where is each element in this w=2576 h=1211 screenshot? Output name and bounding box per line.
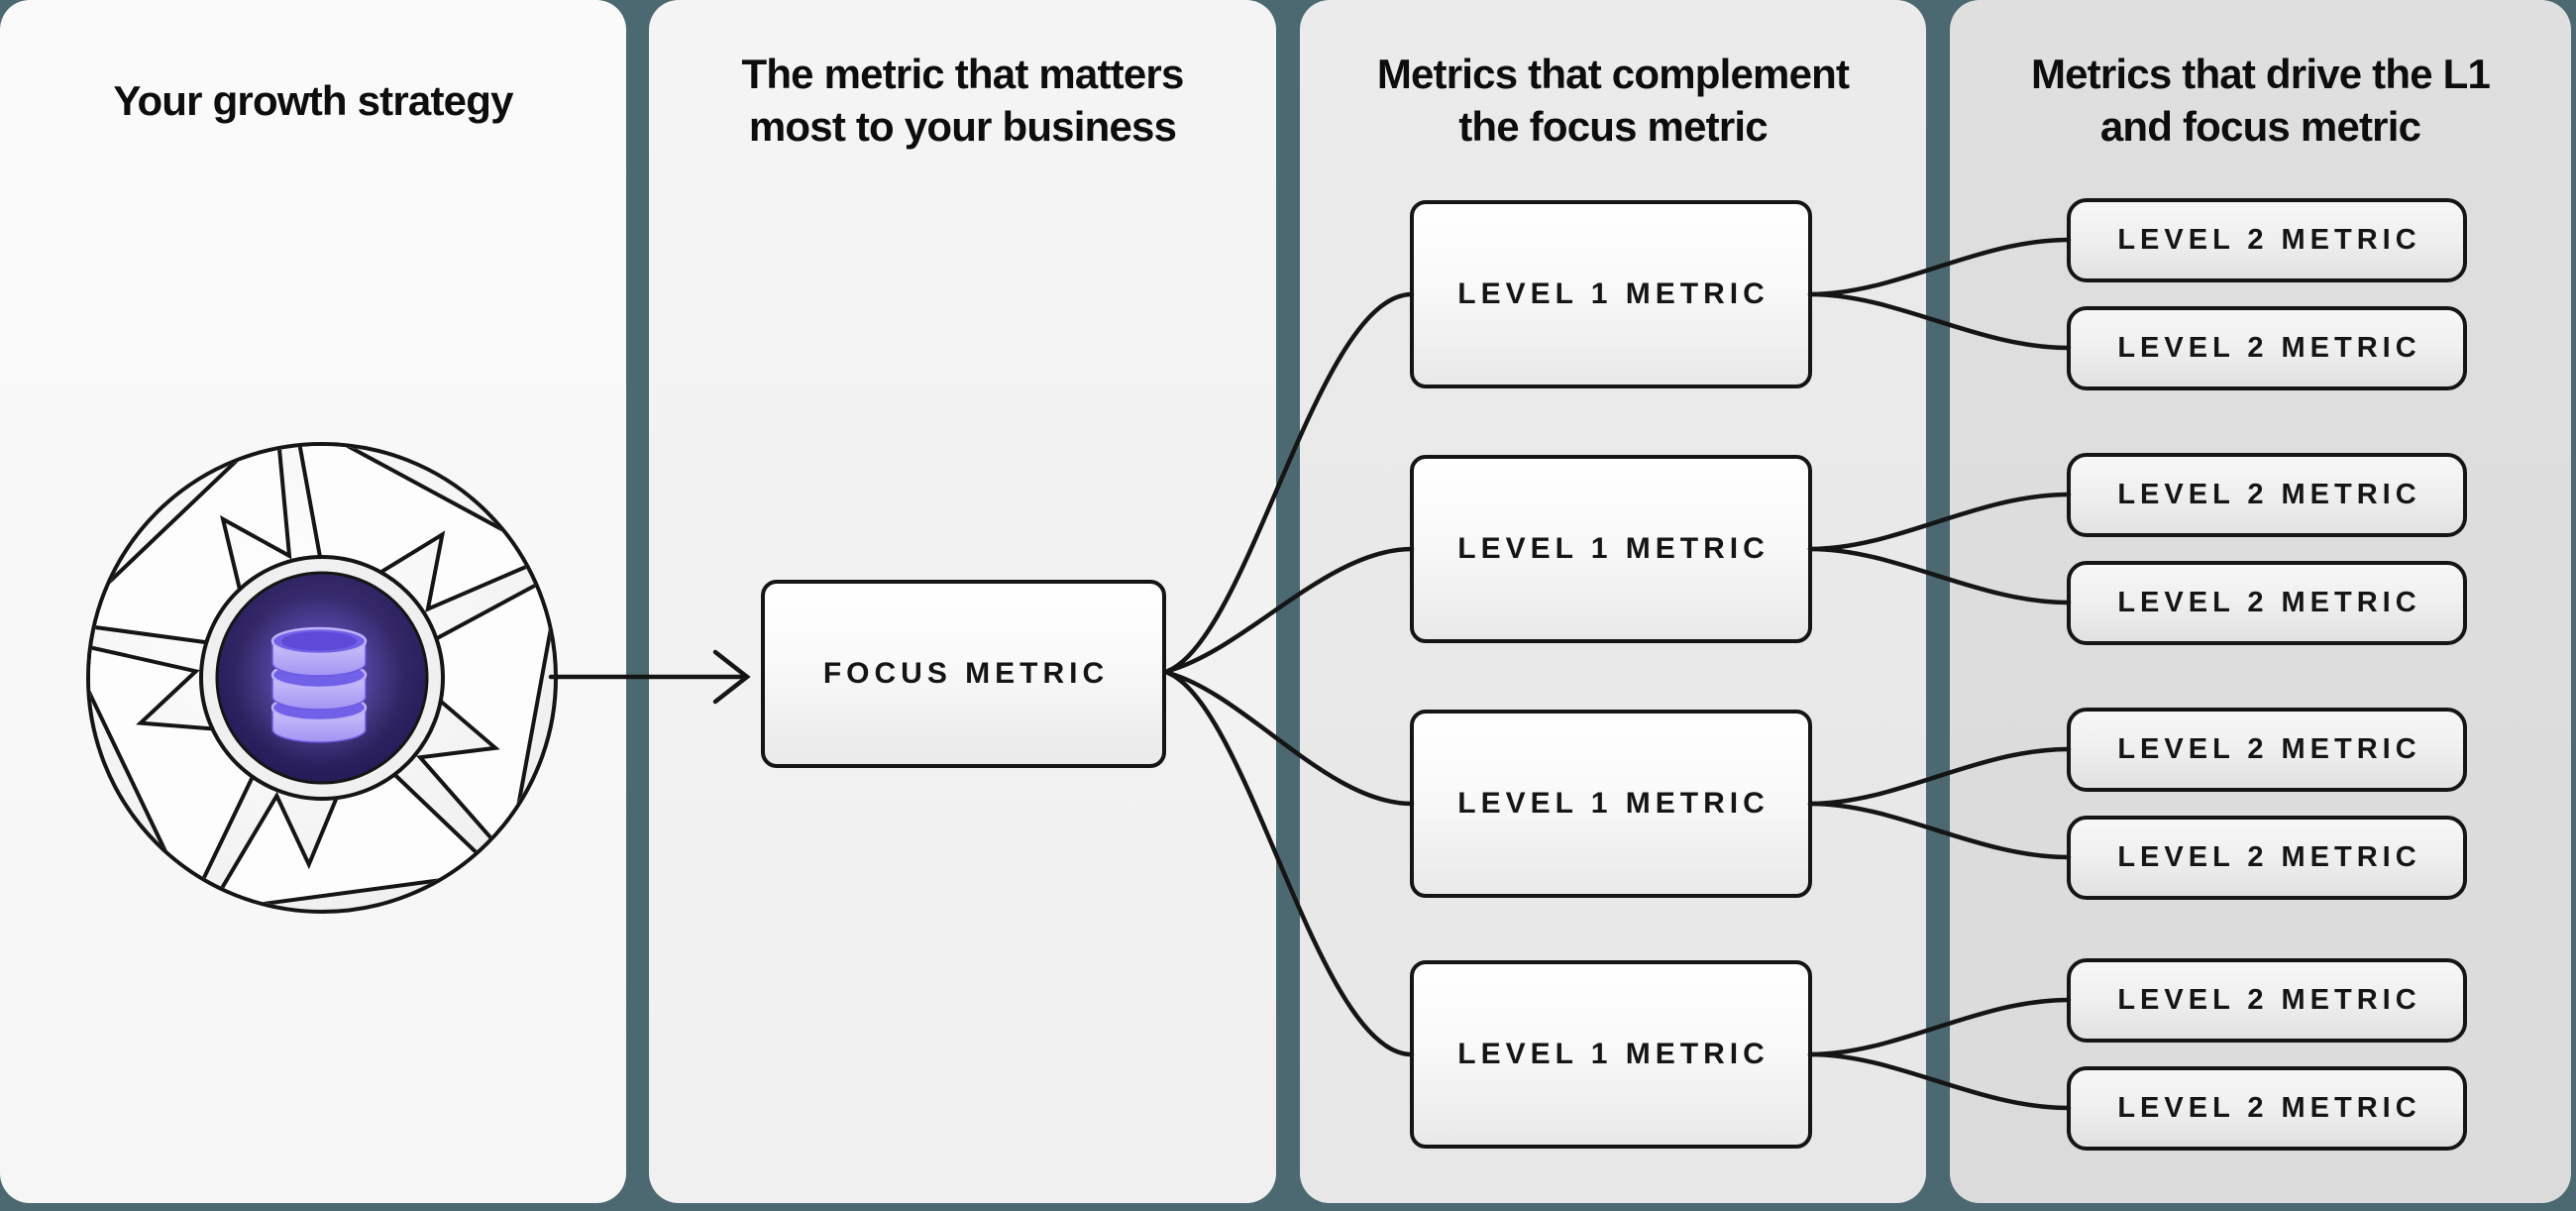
level2-metric-node-7: LEVEL 2 METRIC: [2067, 958, 2467, 1043]
level1-metric-node-2: LEVEL 1 METRIC: [1410, 455, 1812, 643]
level2-metric-label: LEVEL 2 METRIC: [2117, 984, 2421, 1016]
level2-metric-label: LEVEL 2 METRIC: [2117, 224, 2421, 256]
level1-metric-label: LEVEL 1 METRIC: [1457, 532, 1770, 565]
level2-metric-node-8: LEVEL 2 METRIC: [2067, 1066, 2467, 1151]
level2-metric-node-4: LEVEL 2 METRIC: [2067, 561, 2467, 645]
level2-metric-label: LEVEL 2 METRIC: [2117, 733, 2421, 765]
level1-metric-node-4: LEVEL 1 METRIC: [1410, 960, 1812, 1149]
panel-level1-metrics-header: Metrics that complement the focus metric: [1300, 46, 1926, 157]
panel-title-line1: Metrics that complement: [1376, 51, 1850, 98]
level2-metric-label: LEVEL 2 METRIC: [2117, 479, 2421, 510]
level2-metric-label: LEVEL 2 METRIC: [2117, 841, 2421, 873]
panel-title-line2: most to your business: [748, 103, 1177, 150]
level1-metric-label: LEVEL 1 METRIC: [1457, 277, 1770, 310]
level2-metric-node-1: LEVEL 2 METRIC: [2067, 198, 2467, 282]
level1-metric-label: LEVEL 1 METRIC: [1457, 1038, 1770, 1070]
level2-metric-node-5: LEVEL 2 METRIC: [2067, 708, 2467, 792]
level2-metric-node-3: LEVEL 2 METRIC: [2067, 453, 2467, 537]
panel-title-line1: Metrics that drive the L1: [2030, 51, 2491, 98]
level1-metric-label: LEVEL 1 METRIC: [1457, 787, 1770, 820]
panel-title: Your growth strategy: [113, 76, 513, 124]
panel-title-line2: the focus metric: [1458, 103, 1768, 150]
level1-metric-node-1: LEVEL 1 METRIC: [1410, 200, 1812, 388]
level2-metric-node-2: LEVEL 2 METRIC: [2067, 306, 2467, 390]
level2-metric-node-6: LEVEL 2 METRIC: [2067, 816, 2467, 900]
level2-metric-label: LEVEL 2 METRIC: [2117, 587, 2421, 618]
panel-growth-strategy-header: Your growth strategy: [0, 46, 626, 157]
level2-metric-label: LEVEL 2 METRIC: [2117, 332, 2421, 364]
panel-title-line1: The metric that matters: [741, 51, 1184, 98]
level2-metric-label: LEVEL 2 METRIC: [2117, 1092, 2421, 1124]
panel-focus-metric-header: The metric that matters most to your bus…: [649, 46, 1276, 157]
panel-title-line2: and focus metric: [2099, 103, 2421, 150]
focus-metric-node: FOCUS METRIC: [761, 580, 1166, 768]
level1-metric-node-3: LEVEL 1 METRIC: [1410, 710, 1812, 898]
focus-metric-label: FOCUS METRIC: [822, 657, 1110, 690]
panel-growth-strategy: Your growth strategy: [0, 0, 626, 1203]
panel-level2-metrics-header: Metrics that drive the L1 and focus metr…: [1950, 46, 2571, 157]
